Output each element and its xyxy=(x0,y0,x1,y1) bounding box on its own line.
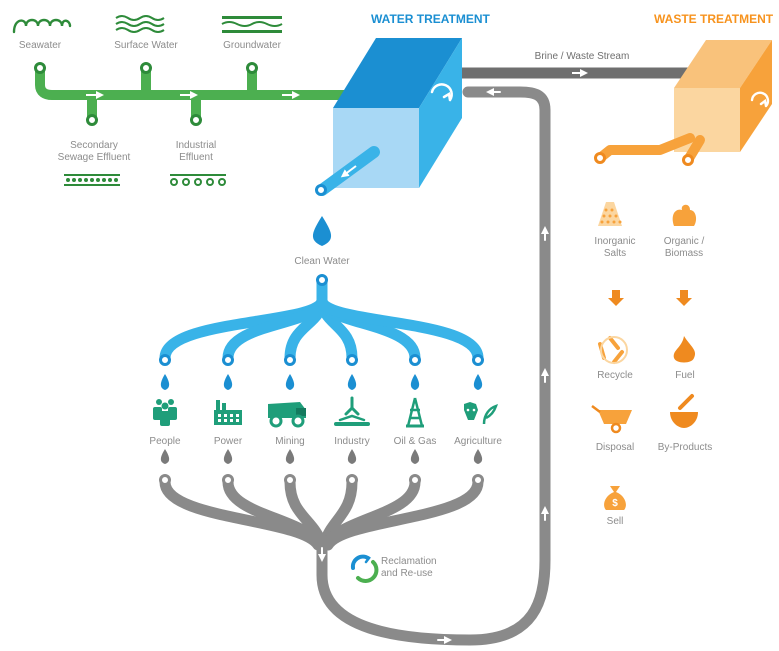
user-label-industry: Industry xyxy=(334,436,370,447)
industrial-effluent-icon xyxy=(170,174,226,186)
user-label-people: People xyxy=(149,436,181,447)
people-icon xyxy=(153,399,177,426)
sell-label: Sell xyxy=(606,516,624,527)
water-treatment-heading: WATER TREATMENT xyxy=(371,12,490,26)
user-label-mining: Mining xyxy=(275,436,305,447)
user-drop-icons xyxy=(160,374,483,390)
treatment-cycle-icon xyxy=(430,83,453,102)
oil-rig-icon xyxy=(406,397,424,428)
waste-cycle-icon xyxy=(750,91,770,108)
disposal-wheelbarrow-icon xyxy=(591,405,632,434)
crane-icon xyxy=(334,396,370,426)
by-products-mortar-icon xyxy=(670,394,698,428)
inorganic-salts-icon xyxy=(598,202,622,226)
clean-water-drop-icon xyxy=(312,216,332,246)
reclamation-pipes xyxy=(159,86,551,646)
waste-flow-arrows xyxy=(608,290,692,306)
organic-biomass-label: Organic / Biomass xyxy=(663,236,705,259)
recycle-label: Recycle xyxy=(597,370,633,381)
reclamation-arrows xyxy=(318,88,549,644)
inorganic-salts-label: Inorganic Salts xyxy=(594,236,636,259)
groundwater-icon xyxy=(221,16,283,33)
mining-truck-icon xyxy=(268,402,306,428)
disposal-label: Disposal xyxy=(595,442,635,453)
gray-drops xyxy=(160,449,483,464)
surface-water-label: Surface Water xyxy=(114,40,178,51)
surface-water-icon xyxy=(115,15,165,33)
waste-treatment-heading: WASTE TREATMENT xyxy=(654,12,774,26)
by-products-label: By-Products xyxy=(657,442,713,453)
sewage-effluent-icon xyxy=(64,174,120,186)
sell-money-bag-icon: $ xyxy=(604,486,626,510)
seawater-icon xyxy=(12,18,72,34)
reclamation-icon xyxy=(350,554,379,583)
gray-nodes xyxy=(159,474,484,486)
organic-biomass-icon xyxy=(672,204,697,226)
clean-water-pipes xyxy=(159,276,484,364)
fuel-flame-icon xyxy=(673,336,696,363)
recycle-icon xyxy=(598,336,628,364)
water-treatment-tank xyxy=(315,38,462,196)
clean-water-label: Clean Water xyxy=(294,256,350,267)
svg-text:$: $ xyxy=(612,498,618,509)
fuel-label: Fuel xyxy=(675,370,695,381)
user-label-oil-gas: Oil & Gas xyxy=(393,436,437,447)
power-plant-icon xyxy=(214,400,242,425)
user-label-agriculture: Agriculture xyxy=(454,436,502,447)
source-nodes xyxy=(34,62,258,126)
user-label-power: Power xyxy=(213,436,243,447)
groundwater-label: Groundwater xyxy=(223,40,281,51)
seawater-label: Seawater xyxy=(18,40,62,51)
clean-water-nodes xyxy=(159,274,484,366)
secondary-sewage-label: Secondary Sewage Effluent xyxy=(57,140,131,163)
brine-stream-label: Brine / Waste Stream xyxy=(534,51,630,62)
reclamation-label: Reclamation and Re-use xyxy=(381,556,437,579)
industrial-effluent-label: Industrial Effluent xyxy=(175,140,217,163)
cow-plant-icon xyxy=(464,402,498,425)
waste-treatment-tank xyxy=(594,40,772,166)
